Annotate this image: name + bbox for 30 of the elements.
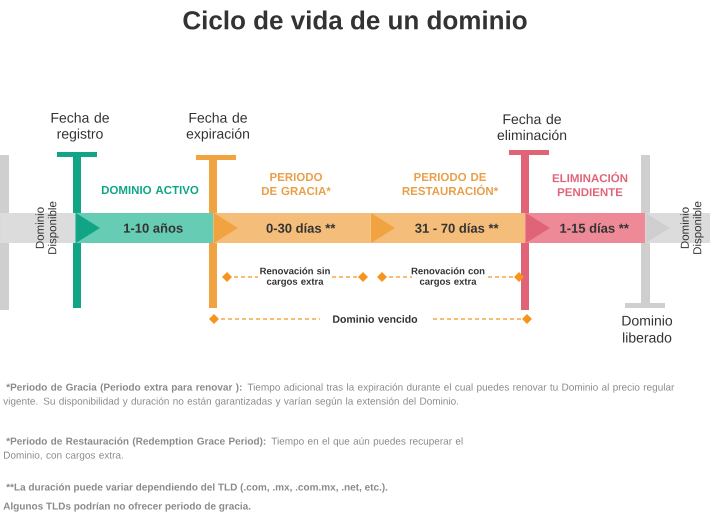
chevron-arrow [75,213,100,243]
footnote: *Periodo de Gracia (Periodo extra para renovar ): Tiempo adicional tras la expiración durante el cual puedes renovar tu Dominio al precio regular vigente. Su disponibilidad y duración no están garantizadas y varían según la extensión del Dominio. [3,383,674,407]
node-label: 31 - 70 días ** [415,223,499,233]
band-heading: ELIMINACIÓN PENDIENTE [552,172,628,196]
label: *Periodo de Restauración (Redemption Grace Period): [6,437,266,447]
date-label: Fecha de registro [52,112,109,142]
label: Dominio, con cargos extra. [4,451,123,461]
chevron-arrow [525,213,550,243]
title: Ciclo de vida de un dominio [183,10,527,30]
band-heading: DOMINIO ACTIVO [102,186,198,194]
band-box: 31 - 70 días ** [370,213,526,243]
vertical-label: Dominio Disponible [35,202,59,254]
vertical-label: Dominio Disponible [680,202,704,254]
chevron-arrow [645,213,670,243]
footnote: Algunos TLDs podrían no ofrecer periodo de gracia. [3,502,250,512]
chevron-arrow [213,213,238,243]
date-label: Fecha de expiración [186,112,249,142]
label: Tiempo en el que aún puedes recuperar el [271,437,463,447]
range-label: Dominio vencido [333,315,418,323]
released-label: Dominio liberado [622,315,672,343]
band-heading: PERIODO DE GRACIA* [262,172,331,196]
footnote: **La duración puede variar dependiendo del TLD (.com, .mx, .com.mx, .net, etc.). [6,483,388,493]
footnote: *Periodo de Restauración (Redemption Grace Period): Tiempo en el que aún puedes recuperar el Dominio, con cargos extra. [4,437,462,461]
date-label: Fecha de eliminación [498,114,566,140]
band-box: 1-10 años [75,213,214,243]
range-label: Renovación sin cargos extra [260,267,330,287]
chevron-arrow [370,213,395,243]
range-label: Renovación con cargos extra [412,267,484,287]
band-box: 0-30 días ** [213,213,370,243]
band-heading: PERIODO DE RESTAURACIÓN* [402,172,498,196]
